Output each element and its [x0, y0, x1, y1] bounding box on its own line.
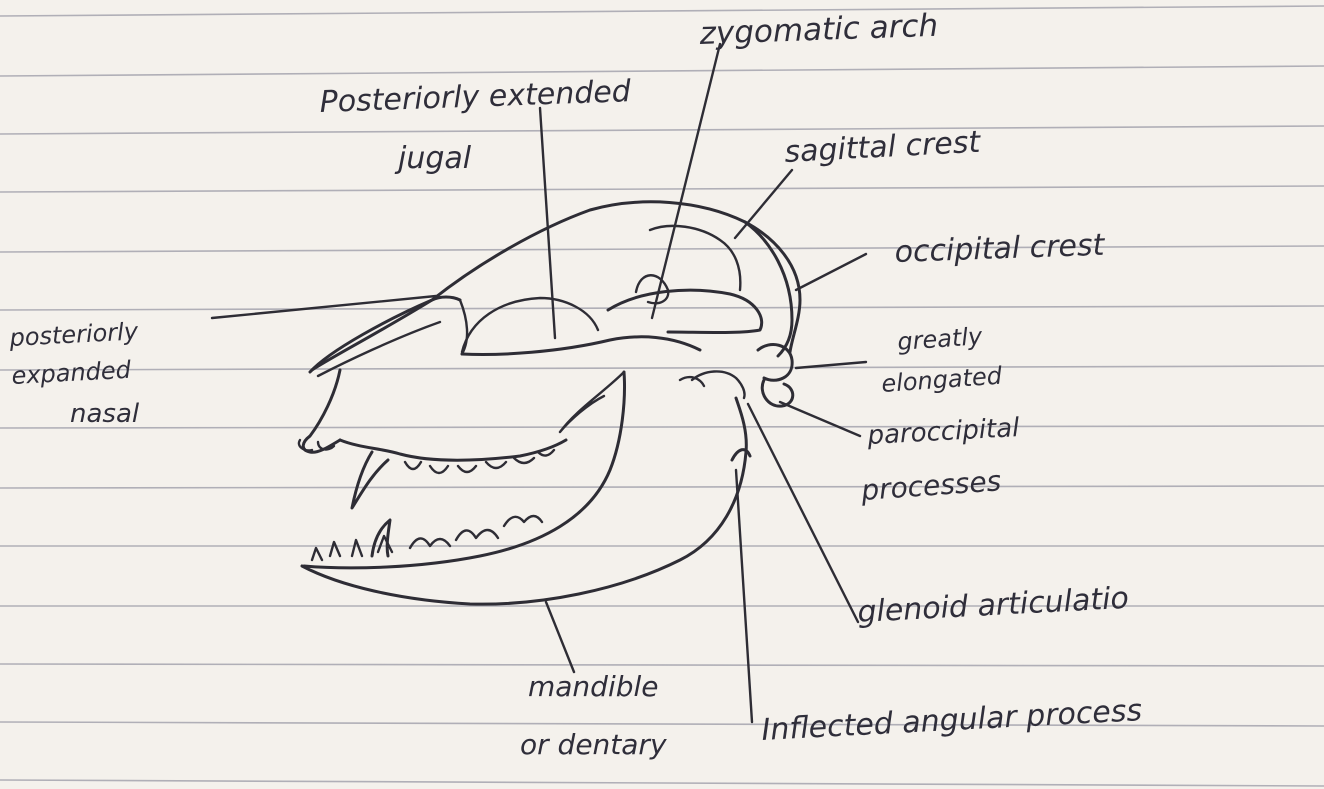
coronoid-process [560, 372, 624, 432]
mandible-upper-edge [304, 372, 624, 568]
leader-paroccipital [780, 402, 860, 436]
label-inflected-angular-process: Inflected angular process [761, 693, 1143, 748]
leader-occipital-crest [796, 254, 866, 290]
label-posteriorly-extended-jugal-line2: jugal [394, 141, 472, 176]
label-sagittal-crest: sagittal crest [784, 125, 983, 170]
leader-mandible [546, 602, 574, 672]
leader-inflected-angular-process [736, 470, 752, 722]
label-occipital-crest: occipital crest [894, 228, 1106, 270]
premaxilla [303, 370, 340, 452]
condyle [680, 377, 704, 386]
glenoid-fossa [692, 371, 745, 398]
label-processes: processes [859, 464, 1002, 507]
jugal [462, 337, 700, 355]
leader-posteriorly-extended-jugal [540, 108, 555, 338]
lower-teeth [312, 516, 542, 560]
label-posteriorly-extended-jugal-line1: Posteriorly extended [319, 74, 632, 120]
paroccipital-process [758, 345, 793, 407]
leader-zygomatic-arch [652, 44, 720, 318]
leader-lines [212, 44, 866, 722]
label-paroccipital: paroccipital [866, 413, 1021, 451]
label-posteriorly-expanded-nasal-line2: expanded [11, 356, 132, 390]
upper-tooth-row [340, 440, 566, 460]
mandible-shape [302, 398, 746, 604]
label-greatly: greatly [896, 322, 983, 356]
occipital-region [745, 222, 792, 356]
leader-glenoid-articulation [748, 404, 858, 622]
label-mandible-line2: or dentary [520, 728, 667, 761]
angular-process-shape [732, 450, 750, 460]
label-posteriorly-expanded-nasal-line1: posteriorly [8, 317, 140, 352]
label-mandible-line1: mandible [528, 670, 659, 703]
zygomatic-knob [636, 275, 668, 303]
label-zygomatic-arch: zygomatic arch [698, 8, 939, 52]
label-glenoid-articulation: glenoid articulatio [857, 581, 1130, 630]
labels: zygomatic arch Posteriorly extended juga… [8, 8, 1143, 761]
notebook-rules [0, 6, 1324, 786]
orbit [462, 298, 598, 352]
cranium-outline [310, 202, 800, 372]
upper-canine [352, 452, 388, 508]
label-posteriorly-expanded-nasal-line3: nasal [70, 399, 140, 429]
leader-sagittal-crest [735, 170, 792, 238]
zygomatic-arch-shape [608, 290, 762, 332]
lower-canine [372, 520, 390, 556]
